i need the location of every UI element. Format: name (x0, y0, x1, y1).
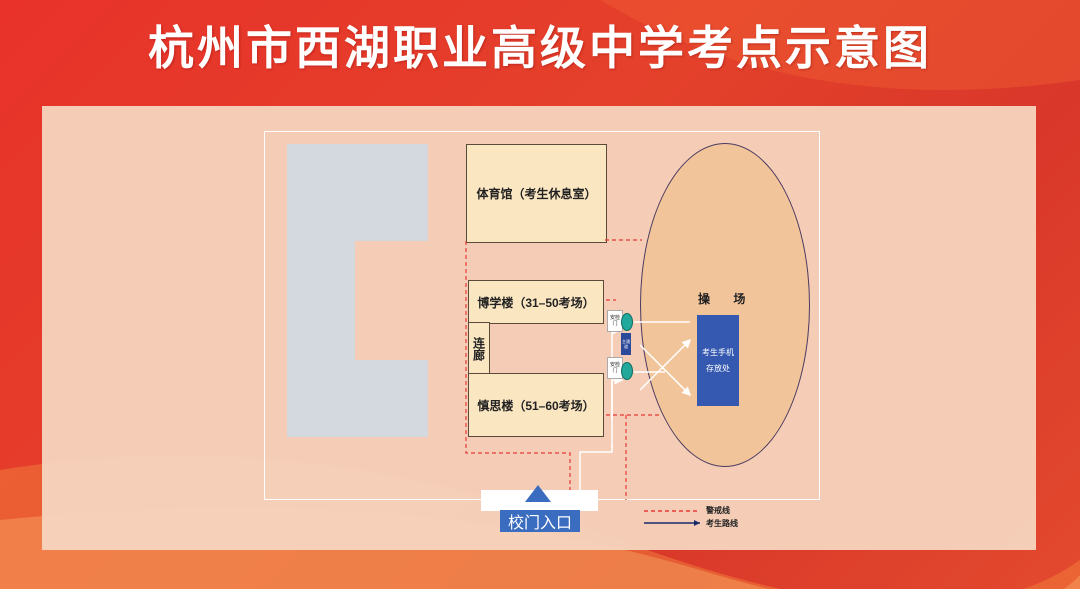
corridor: 连廊 (468, 322, 490, 376)
school-entrance: 校门入口 (500, 510, 580, 532)
shensi-label: 慎思楼（51–60考场） (477, 398, 595, 413)
field-label: 操 场 (698, 292, 756, 306)
corridor-label: 连廊 (471, 337, 486, 361)
legend-warning-label: 警戒线 (706, 506, 730, 515)
boxue-label: 博学楼（31–50考场） (477, 295, 595, 310)
candidate-route (579, 321, 692, 490)
phone-storage-line1: 考生手机 (702, 347, 734, 357)
phone-storage-line2: 存放处 (706, 363, 730, 373)
playing-field (640, 143, 810, 467)
security-scanner-icon (621, 313, 633, 331)
security-gate-upper: 安检门 (607, 310, 623, 332)
main-passage-label: 主通道 (622, 339, 630, 349)
entrance-arrow-icon (525, 485, 551, 502)
legend-route-label: 考生路线 (706, 519, 738, 528)
security-gate-label: 安检门 (609, 362, 620, 374)
shensi-building: 慎思楼（51–60考场） (468, 373, 604, 437)
gym-building: 体育馆（考生休息室） (466, 144, 607, 243)
entrance-label: 校门入口 (507, 515, 572, 532)
main-passage: 主通道 (621, 333, 631, 355)
security-gate-label: 安检门 (609, 315, 620, 327)
gym-label: 体育馆（考生休息室） (476, 187, 597, 201)
security-gate-lower: 安检门 (607, 357, 623, 379)
phone-storage: 考生手机 存放处 (697, 315, 739, 406)
boxue-building: 博学楼（31–50考场） (468, 280, 604, 324)
security-scanner-icon (621, 362, 633, 380)
warning-line (465, 239, 660, 500)
page-title: 杭州市西湖职业高级中学考点示意图 (148, 22, 932, 74)
